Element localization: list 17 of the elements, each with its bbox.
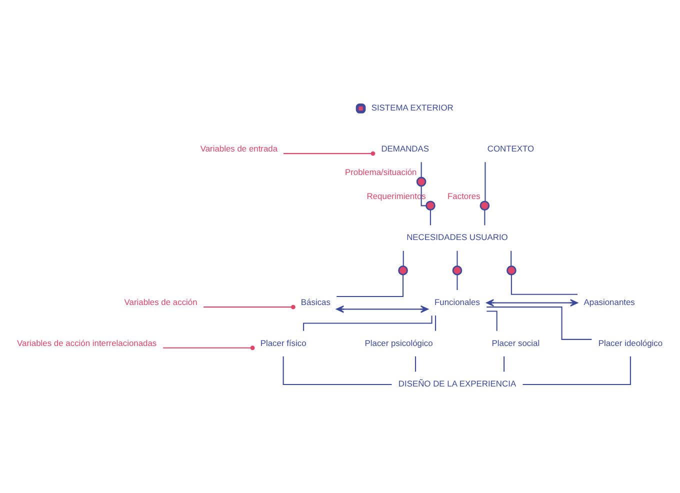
node-text: Placer psicológico [364,338,433,348]
node-text: Variables de acción [124,297,198,308]
node-text: DISEÑO DE LA EXPERIENCIA [398,378,516,389]
node-text: Variables de acción interrelacionadas [17,338,157,348]
node-text: DEMANDAS [381,144,430,154]
node-text: NECESIDADES USUARIO [406,232,508,242]
node-text: Variables de entrada [200,144,278,154]
node-text: Apasionantes [584,297,635,308]
node-text: Placer ideológico [598,338,663,348]
node-text: Placer físico [260,338,306,348]
node-label: Factores [448,191,480,202]
node-label: Problema/situación [344,167,417,178]
legend-label: SISTEMA EXTERIOR [371,102,454,113]
node-text: Placer social [492,338,540,348]
node-text: Funcionales [434,297,480,308]
node-text: Básicas [300,297,330,308]
node-text: CONTEXTO [487,144,534,154]
